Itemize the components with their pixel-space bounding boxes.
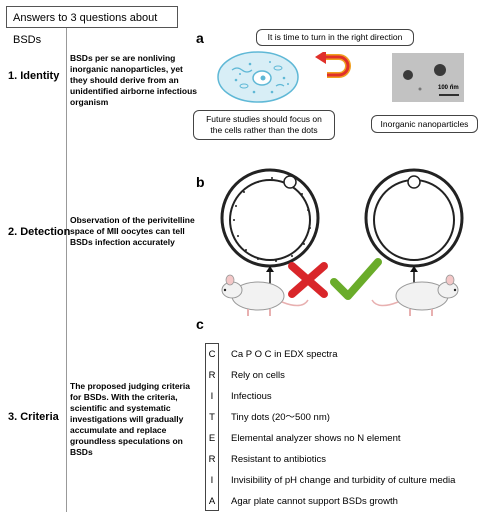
row-identity-line: they should derive from an bbox=[70, 75, 179, 85]
row-criteria-line: accumulate and replace bbox=[70, 425, 167, 435]
criteria-letter: R bbox=[208, 370, 216, 381]
criteria-text: Resistant to antibiotics bbox=[231, 454, 327, 465]
criteria-letter: I bbox=[210, 475, 214, 486]
panel-b-illustration bbox=[220, 168, 464, 316]
criteria-letter: C bbox=[208, 349, 216, 360]
row-criteria-line: investigations will gradually bbox=[70, 414, 184, 424]
cross-mark-icon bbox=[288, 262, 328, 298]
row-criteria-text: The proposed judging criteria for BSDs. … bbox=[70, 381, 190, 458]
criteria-acronym-box bbox=[205, 343, 219, 511]
header-title: Answers to 3 questions about BSDs bbox=[6, 6, 178, 46]
panel-c-letter: c bbox=[196, 316, 204, 332]
row-detection-title: 2. Detection bbox=[8, 226, 71, 238]
row-criteria-line: for BSDs. With the criteria, bbox=[70, 392, 178, 402]
criteria-text: Tiny dots (20～500 nm) bbox=[231, 412, 330, 423]
mouse-left-icon bbox=[221, 274, 309, 316]
row-identity-line: organism bbox=[70, 97, 109, 107]
cell-illustration bbox=[217, 51, 299, 103]
panel-a-top-callout: It is time to turn in the right directio… bbox=[256, 29, 414, 46]
nanoparticles-icon bbox=[392, 53, 464, 102]
criteria-text: Invisibility of pH change and turbidity … bbox=[231, 475, 456, 486]
row-detection-line: BSDs infection accurately bbox=[70, 237, 175, 247]
mouse-right-icon bbox=[371, 274, 459, 316]
panel-a-letter: a bbox=[196, 30, 204, 46]
tem-micrograph: 100 nm bbox=[392, 53, 464, 102]
panel-b-letter: b bbox=[196, 174, 205, 190]
criteria-list: C Ca P O C in EDX spectra R Rely on cell… bbox=[205, 343, 481, 511]
divider-line bbox=[66, 28, 67, 512]
row-identity-title: 1. Identity bbox=[8, 70, 60, 82]
row-criteria-line: The proposed judging criteria bbox=[70, 381, 190, 391]
u-turn-arrow-icon bbox=[315, 52, 351, 78]
scale-bar-label: 100 nm bbox=[438, 85, 459, 91]
criteria-text: Ca P O C in EDX spectra bbox=[231, 349, 338, 360]
row-detection-line: Observation of the perivitelline bbox=[70, 215, 195, 225]
check-mark-icon bbox=[330, 258, 382, 300]
criteria-letter: A bbox=[208, 496, 216, 507]
panel-a-left-callout: Future studies should focus on the cells… bbox=[193, 110, 335, 140]
criteria-letter: T bbox=[209, 412, 215, 423]
criteria-text: Infectious bbox=[231, 391, 272, 402]
row-detection-text: Observation of the perivitelline space o… bbox=[70, 215, 195, 248]
row-detection-line: space of MII oocytes can tell bbox=[70, 226, 185, 236]
row-identity-line: unidentified airborne infectious bbox=[70, 86, 198, 96]
criteria-letter: E bbox=[208, 433, 216, 444]
row-criteria-title: 3. Criteria bbox=[8, 411, 59, 423]
criteria-text: Agar plate cannot support BSDs growth bbox=[231, 496, 398, 507]
row-identity-line: inorganic nanoparticles, yet bbox=[70, 64, 183, 74]
panel-a-left-callout-line: the cells rather than the dots bbox=[210, 125, 318, 135]
panel-a-right-callout: Inorganic nanoparticles bbox=[371, 115, 478, 133]
criteria-text: Elemental analyzer shows no N element bbox=[231, 433, 401, 444]
panel-a-left-callout-line: Future studies should focus on bbox=[206, 114, 322, 124]
row-identity-line: BSDs per se are nonliving bbox=[70, 53, 176, 63]
criteria-text: Rely on cells bbox=[231, 370, 285, 381]
row-criteria-line: BSDs bbox=[70, 447, 93, 457]
oocyte-infected-icon bbox=[220, 168, 320, 268]
row-criteria-line: groundless speculations on bbox=[70, 436, 183, 446]
row-identity-text: BSDs per se are nonliving inorganic nano… bbox=[70, 53, 197, 108]
criteria-letter: R bbox=[208, 454, 216, 465]
oocyte-clean-icon bbox=[364, 168, 464, 268]
row-criteria-line: scientific and systematic bbox=[70, 403, 171, 413]
criteria-letter: I bbox=[210, 391, 214, 402]
